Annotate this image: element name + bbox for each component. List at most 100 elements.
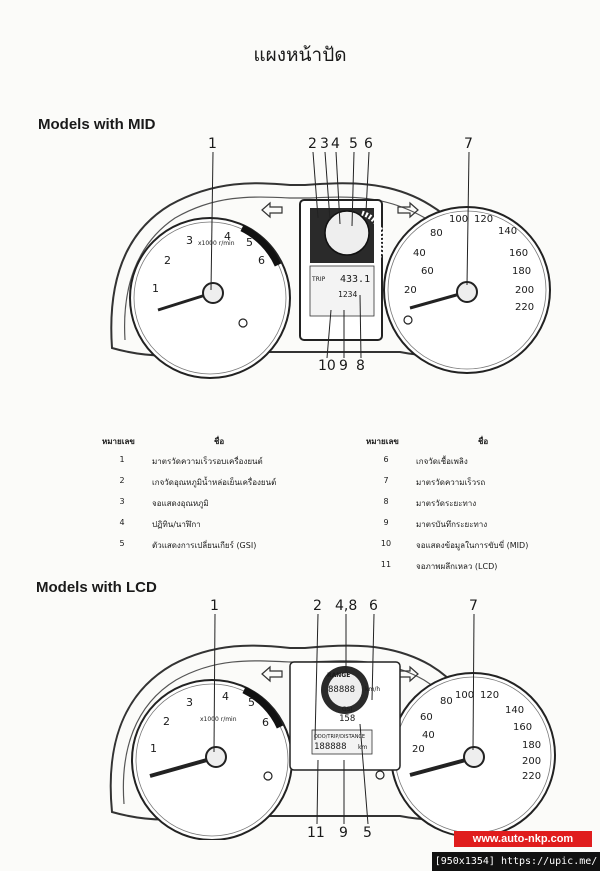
lcd-speed-tick-20: 20 xyxy=(412,744,425,755)
legend-num: 10 xyxy=(380,539,392,548)
callout-7: 7 xyxy=(464,136,473,152)
lcd-speed-tick-60: 60 xyxy=(420,712,433,723)
section-title-lcd: Models with LCD xyxy=(36,579,157,596)
tach-tick-4: 4 xyxy=(224,230,231,243)
section-title-mid: Models with MID xyxy=(38,116,156,133)
lcd-callout-9: 9 xyxy=(339,825,348,841)
speed-tick-140: 140 xyxy=(498,226,518,237)
lcd-tach-tick-2: 2 xyxy=(163,715,170,728)
legend-num: 8 xyxy=(383,497,389,506)
lcd-callout-6: 6 xyxy=(369,598,378,614)
tach-tick-1: 1 xyxy=(152,282,159,295)
lcd-cluster-figure xyxy=(109,613,556,840)
lcd-odo-label: ODO/TRIP/DISTANCE xyxy=(314,734,366,740)
legend-name: จอภาพผลึกเหลว (LCD) xyxy=(416,562,498,571)
lcd-range-label: RANGE xyxy=(327,672,351,679)
tach-tick-2: 2 xyxy=(164,254,171,267)
lcd-speed-tick-140: 140 xyxy=(505,705,525,716)
lcd-speed-tick-40: 40 xyxy=(422,730,435,741)
legend-name: ตัวแสดงการเปลี่ยนเกียร์ (GSI) xyxy=(152,541,257,550)
mid-display-value: 433.1 xyxy=(340,274,371,285)
callout-8: 8 xyxy=(356,358,365,374)
lcd-unit: km/h xyxy=(365,686,381,693)
lcd-callout-2: 2 xyxy=(313,598,322,614)
lcd-tach-tick-3: 3 xyxy=(186,696,193,709)
legend-num: 4 xyxy=(119,518,125,527)
legend-header-num-left: หมายเลข xyxy=(102,437,135,446)
speed-tick-120: 120 xyxy=(474,214,494,225)
lcd-speed-tick-220: 220 xyxy=(522,771,542,782)
tach-tick-3: 3 xyxy=(186,234,193,247)
legend-header-name-right: ชื่อ xyxy=(478,437,489,446)
speed-tick-100: 100 xyxy=(449,214,469,225)
lcd-tach-tick-4: 4 xyxy=(222,690,229,703)
legend-name: ปฏิทิน/นาฬิกา xyxy=(152,520,201,529)
callout-2: 2 xyxy=(308,136,317,152)
lcd-callout-7: 7 xyxy=(469,598,478,614)
legend-num: 7 xyxy=(383,476,389,485)
legend-header-name-left: ชื่อ xyxy=(214,437,225,446)
mid-trip-label: TRIP xyxy=(312,276,326,283)
callout-3: 3 xyxy=(320,136,329,152)
legend-header-num-right: หมายเลข xyxy=(366,437,399,446)
lcd-mid-value: 158 xyxy=(339,714,356,724)
callout-4: 4 xyxy=(331,136,340,152)
callout-1: 1 xyxy=(208,136,217,152)
site-link[interactable]: www.auto-nkp.com xyxy=(454,831,592,847)
legend-name: มาตรวัดความเร็วรถ xyxy=(416,478,486,487)
lcd-speed-tick-200: 200 xyxy=(522,756,542,767)
mid-odo-value: 1234 xyxy=(338,290,358,299)
lcd-speed-tick-160: 160 xyxy=(513,722,533,733)
tach-unit: x1000 r/min xyxy=(198,240,235,247)
lcd-tach-unit: x1000 r/min xyxy=(200,716,237,723)
page-title: แผงหน้าปัด xyxy=(253,44,347,66)
lcd-tach-tick-5: 5 xyxy=(248,696,255,709)
turn-right-icon xyxy=(397,201,419,219)
legend-num: 11 xyxy=(380,560,392,569)
image-stamp: [950x1354] https://upic.me/ xyxy=(432,852,600,871)
lcd-tach-needle xyxy=(149,756,215,778)
speed-tick-160: 160 xyxy=(509,248,529,259)
legend-name: เกจวัดอุณหภูมิน้ำหล่อเย็นเครื่องยนต์ xyxy=(152,478,277,487)
callout-6: 6 xyxy=(364,136,373,152)
lcd-speedometer xyxy=(375,672,556,838)
lcd-speed-tick-120: 120 xyxy=(480,690,500,701)
legend-name: มาตรวัดความเร็วรอบเครื่องยนต์ xyxy=(152,457,263,466)
mid-cluster-figure xyxy=(110,151,551,379)
lcd-callout-5: 5 xyxy=(363,825,372,841)
speed-tick-80: 80 xyxy=(430,228,443,239)
lcd-callout-11: 11 xyxy=(307,825,325,841)
lcd-speed-tick-80: 80 xyxy=(440,696,453,707)
lcd-digits: 88888 xyxy=(328,685,356,695)
tach-tick-6: 6 xyxy=(258,254,265,267)
legend-name: จอแสดงข้อมูลในการขับขี่ (MID) xyxy=(416,541,529,550)
legend-num: 6 xyxy=(383,455,389,464)
legend-name: มาตรวัดระยะทาง xyxy=(416,499,477,508)
legend-num: 9 xyxy=(383,518,389,527)
tachometer xyxy=(129,217,291,379)
legend-name: จอแสดงอุณหภูมิ xyxy=(152,499,209,508)
lcd-callout-1: 1 xyxy=(210,598,219,614)
callout-10: 10 xyxy=(318,358,336,374)
speed-tick-180: 180 xyxy=(512,266,532,277)
speed-tick-200: 200 xyxy=(515,285,535,296)
lcd-speed-tick-100: 100 xyxy=(455,690,475,701)
legend-num: 2 xyxy=(119,476,125,485)
lcd-speed-tick-180: 180 xyxy=(522,740,542,751)
lcd-speed-needle xyxy=(409,756,474,777)
lcd-odo-value: 188888 xyxy=(314,742,347,752)
lcd-tach-tick-6: 6 xyxy=(262,716,269,729)
speed-tick-40: 40 xyxy=(413,248,426,259)
speed-tick-20: 20 xyxy=(404,285,417,296)
speed-tick-220: 220 xyxy=(515,302,535,313)
turn-left-icon xyxy=(261,665,283,683)
legend-num: 5 xyxy=(119,539,125,548)
speed-tick-60: 60 xyxy=(421,266,434,277)
lcd-tachometer xyxy=(131,679,293,840)
lcd-gear-label: GSI xyxy=(342,706,353,713)
callout-5: 5 xyxy=(349,136,358,152)
turn-left-icon xyxy=(261,201,283,219)
lcd-tach-tick-1: 1 xyxy=(150,742,157,755)
lcd-callout-4-8: 4,8 xyxy=(335,598,358,614)
mid-center-display xyxy=(299,199,386,341)
